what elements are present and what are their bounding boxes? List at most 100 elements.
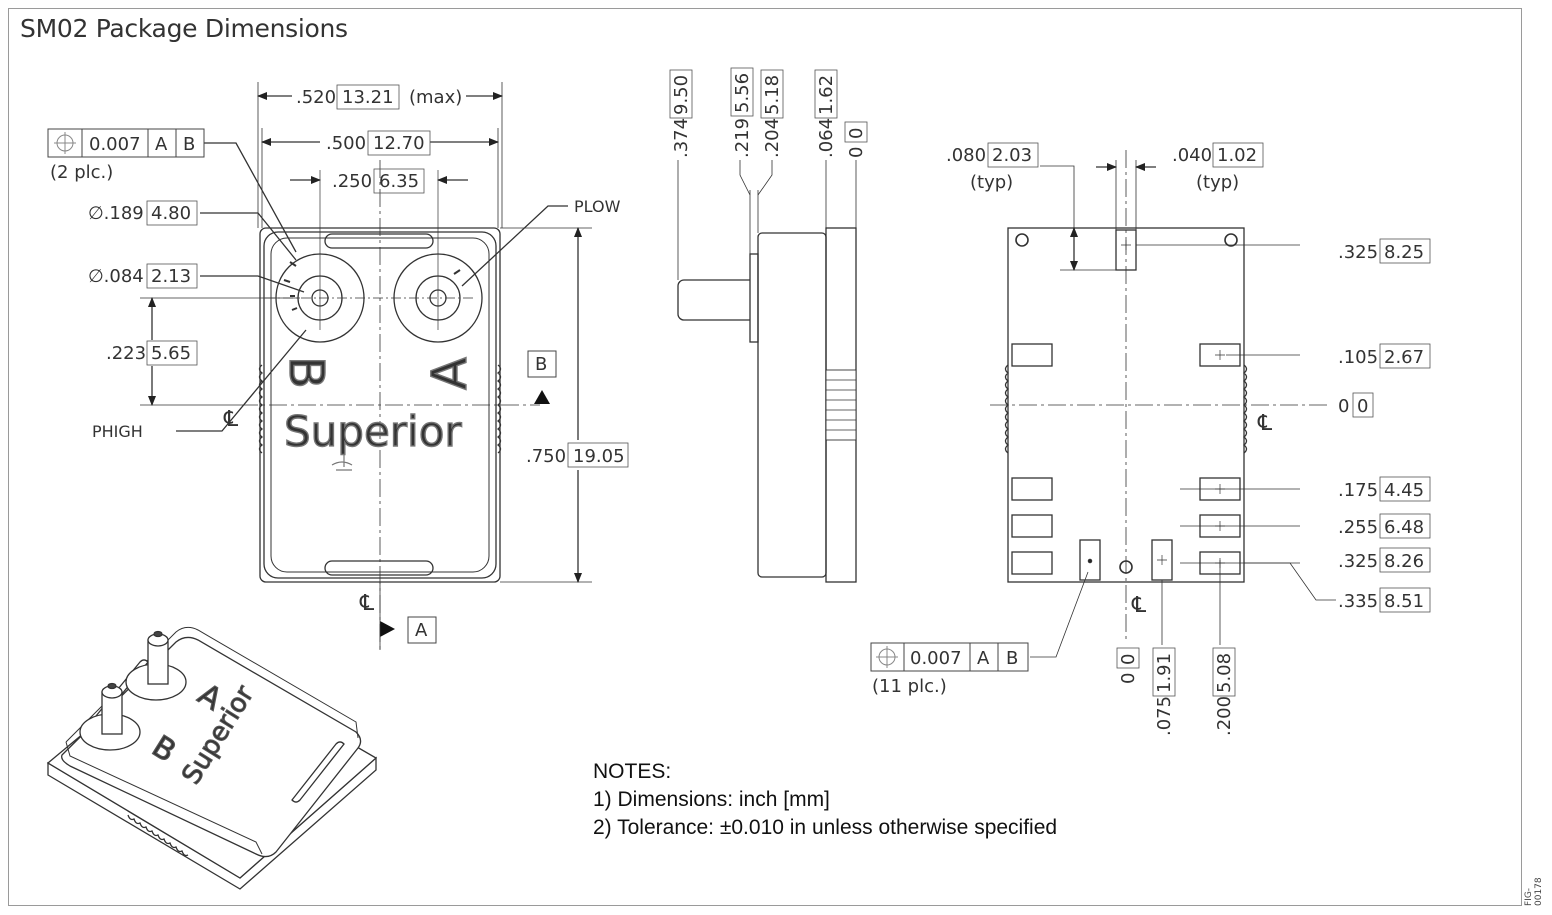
- bottom-dim-2-mm: 1.91: [1154, 653, 1175, 693]
- bottom-position-qty: (11 plc.): [872, 676, 947, 697]
- position-qty: (2 plc.): [50, 162, 113, 183]
- drawing-frame: [8, 8, 1522, 906]
- bottom-view: [990, 150, 1336, 658]
- pad-left-2: [1011, 477, 1053, 501]
- port-id-mm: 2.13: [151, 266, 191, 287]
- pad-bottom-1: [1079, 539, 1101, 581]
- side-dim-3-in: .204: [762, 118, 783, 158]
- leader-port-od: [200, 212, 297, 261]
- bottom-view-labels: .080 2.03 (typ) .040 1.02 (typ) .325 8.2…: [870, 142, 1431, 736]
- overall-width-mm: 13.21: [342, 87, 394, 108]
- mount-hole-tl: [1015, 233, 1029, 247]
- right-dim-2-mm: 2.67: [1384, 347, 1424, 368]
- bottom-dim-1-mm: 0: [1118, 654, 1139, 665]
- mount-hole-tr: [1224, 233, 1238, 247]
- overall-width-qual: (max): [409, 87, 462, 108]
- centerline-symbol-left: ℄: [223, 407, 239, 432]
- notes-line-2: 2) Tolerance: ±0.010 in unless otherwise…: [593, 816, 1058, 839]
- port-offset-mm: 5.65: [151, 343, 191, 364]
- port-id-in: ∅.084: [88, 266, 144, 287]
- port-od-mm: 4.80: [151, 203, 191, 224]
- leader-port-id: [200, 275, 305, 293]
- bottom-position-tol-value: 0.007: [910, 648, 962, 669]
- height-in: .750: [526, 446, 566, 467]
- right-dim-1-in: .325: [1338, 242, 1378, 263]
- side-dim-5-in: 0: [846, 147, 867, 158]
- side-dim-3-mm: 5.18: [762, 75, 783, 115]
- right-dim-6-mm: 8.26: [1384, 551, 1424, 572]
- centerline-symbol-bottom: ℄: [359, 591, 375, 616]
- front-view: [140, 82, 592, 650]
- pad-len-qual: (typ): [970, 172, 1013, 193]
- right-dim-2-in: .105: [1338, 347, 1378, 368]
- right-edge-serration: [496, 364, 502, 454]
- overall-width-in: .520: [296, 87, 336, 108]
- port-od-in: ∅.189: [88, 203, 144, 224]
- port-offset-in: .223: [106, 343, 146, 364]
- pad-left-1: [1011, 343, 1053, 367]
- right-dim-5-mm: 6.48: [1384, 517, 1424, 538]
- bottom-datum-a-ref: A: [977, 648, 990, 669]
- datum-b-label: B: [535, 354, 547, 375]
- body-width-in: .500: [326, 133, 366, 154]
- side-view: [677, 160, 857, 583]
- right-dim-4-in: .175: [1338, 480, 1378, 501]
- right-dim-5-in: .255: [1338, 517, 1378, 538]
- right-dim-1-mm: 8.25: [1384, 242, 1424, 263]
- right-dim-3-in: 0: [1338, 396, 1349, 417]
- logo-icon: [331, 455, 353, 471]
- bottom-dim-1-in: 0: [1118, 673, 1139, 684]
- figure-id: FIG-00178: [1524, 877, 1544, 906]
- bottom-dim-3-in: .200: [1214, 696, 1235, 736]
- logo-text: Superior: [284, 407, 462, 456]
- notes-heading: NOTES:: [593, 760, 672, 783]
- bottom-dim-3-mm: 5.08: [1214, 653, 1235, 693]
- body-width-mm: 12.70: [373, 133, 425, 154]
- port-a-letter: A: [422, 357, 478, 390]
- side-lid: [757, 232, 827, 578]
- position-tol-value: 0.007: [89, 134, 141, 155]
- side-dim-1-mm: 9.50: [671, 75, 692, 115]
- pad-w-in: .040: [1172, 145, 1212, 166]
- right-dim-7-in: .335: [1338, 591, 1378, 612]
- right-dim-4-mm: 4.45: [1384, 480, 1424, 501]
- side-dim-4-mm: 1.62: [816, 75, 837, 115]
- front-view-labels: .520 13.21 (max) .500 12.70 .250 6.35 ∅.…: [47, 84, 629, 644]
- iso-view: [46, 626, 378, 890]
- leader-position-tol: [204, 142, 297, 253]
- side-port-collar: [749, 253, 759, 343]
- notes-line-1: 1) Dimensions: inch [mm]: [593, 788, 830, 811]
- top-slot: [324, 233, 434, 249]
- pad-len-in: .080: [946, 145, 986, 166]
- left-edge-serration: [258, 364, 264, 454]
- port-spacing-mm: 6.35: [379, 171, 419, 192]
- pad-left-4: [1011, 551, 1053, 575]
- pad-w-qual: (typ): [1196, 172, 1239, 193]
- side-dim-5-mm: 0: [846, 128, 867, 139]
- datum-a-label: A: [415, 620, 428, 641]
- side-view-labels: .374 9.50 .219 5.56 .204 5.18 .064 1.62 …: [669, 67, 868, 158]
- bottom-left-serration: [1004, 364, 1010, 454]
- right-dim-6-in: .325: [1338, 551, 1378, 572]
- bottom-right-serration: [1242, 364, 1248, 454]
- pad-len-mm: 2.03: [992, 145, 1032, 166]
- right-dim-7-mm: 8.51: [1384, 591, 1424, 612]
- bottom-datum-b-ref: B: [1006, 648, 1018, 669]
- notes-block: NOTES: 1) Dimensions: inch [mm] 2) Toler…: [593, 758, 1057, 842]
- side-dim-1-in: .374: [671, 118, 692, 158]
- side-dim-4-in: .064: [816, 118, 837, 158]
- right-dim-3-mm: 0: [1357, 396, 1368, 417]
- centerline-symbol-lower: ℄: [1131, 593, 1147, 618]
- datum-a-ref: A: [155, 134, 168, 155]
- port-spacing-in: .250: [332, 171, 372, 192]
- plow-label: PLOW: [574, 197, 621, 216]
- port-b-letter: B: [278, 356, 334, 389]
- pad-w-mm: 1.02: [1217, 145, 1257, 166]
- side-dim-2-in: .219: [732, 118, 753, 158]
- bottom-dim-2-in: .075: [1154, 696, 1175, 736]
- page-title: SM02 Package Dimensions: [20, 14, 348, 43]
- pad-left-3: [1011, 514, 1053, 538]
- datum-b-ref: B: [183, 134, 195, 155]
- height-mm: 19.05: [573, 446, 625, 467]
